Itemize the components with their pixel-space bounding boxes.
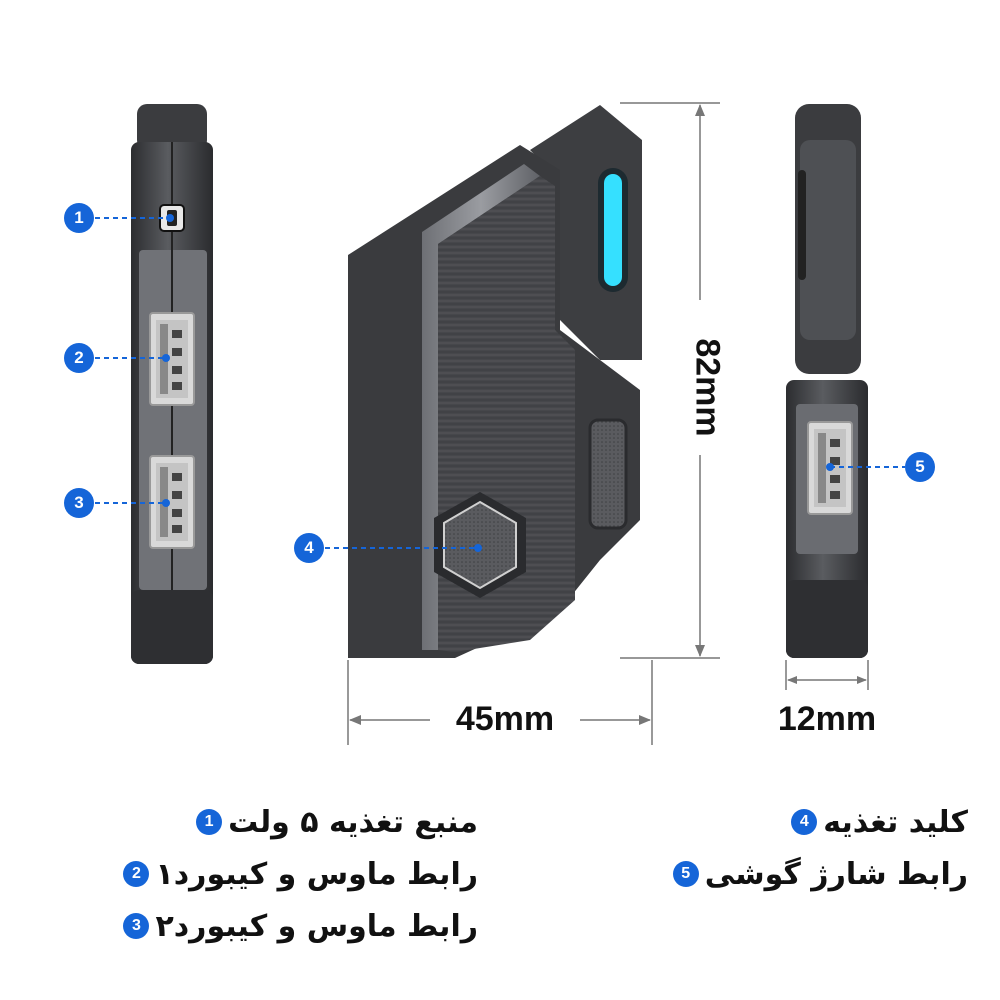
usb-a-port-icon [149, 312, 195, 406]
legend-item-2: رابط ماوس و کیبورد۱ 2 [48, 848, 478, 900]
legend-text: کلید تغذیه [823, 804, 968, 840]
front-silver-strip [422, 164, 540, 650]
left-bottom-cap [131, 590, 213, 664]
right-top-face [800, 140, 856, 340]
dimension-width-label: 45mm [455, 700, 555, 738]
dimension-arrows [349, 104, 867, 725]
led-strip-icon [604, 174, 622, 286]
legend-text: رابط ماوس و کیبورد۱ [155, 856, 478, 892]
legend-item-4: کلید تغذیه 4 [628, 796, 968, 848]
legend-text: رابط ماوس و کیبورد۲ [155, 908, 478, 944]
front-view [348, 105, 642, 658]
right-bottom-cap [786, 580, 868, 658]
left-top-cap [137, 104, 207, 150]
left-side-view [131, 104, 213, 664]
fan-vent-icon [588, 418, 628, 530]
legend-right: کلید تغذیه 4 رابط شارژ گوشی 5 [628, 796, 968, 900]
callout-4: 4 [294, 533, 324, 563]
dimension-lines [347, 102, 869, 745]
legend-text: رابط شارژ گوشی [704, 856, 968, 892]
dimension-height-label: 82mm [688, 338, 727, 437]
legend-number: 1 [196, 809, 223, 835]
callout-2: 2 [64, 343, 94, 373]
legend-item-1: منبع تغذیه ۵ ولت 1 [48, 796, 478, 848]
right-slot [798, 170, 806, 280]
legend-number: 5 [672, 861, 699, 887]
legend-number: 2 [123, 861, 150, 887]
product-diagram [95, 102, 905, 745]
legend-left: منبع تغذیه ۵ ولت 1 رابط ماوس و کیبورد۱ 2… [48, 796, 478, 952]
diagram-svg [95, 102, 905, 745]
usb-a-port-icon [149, 455, 195, 549]
legend-text: منبع تغذیه ۵ ولت [228, 804, 478, 840]
legend-item-3: رابط ماوس و کیبورد۲ 3 [48, 900, 478, 952]
callout-dots [162, 214, 834, 552]
callout-5: 5 [905, 452, 935, 482]
dimension-depth-label: 12mm [777, 700, 877, 738]
legend-number: 3 [123, 913, 150, 939]
legend-number: 4 [791, 809, 818, 835]
right-side-view [786, 104, 868, 658]
callout-3: 3 [64, 488, 94, 518]
callout-leaders [95, 217, 905, 549]
legend-item-5: رابط شارژ گوشی 5 [628, 848, 968, 900]
callout-1: 1 [64, 203, 94, 233]
